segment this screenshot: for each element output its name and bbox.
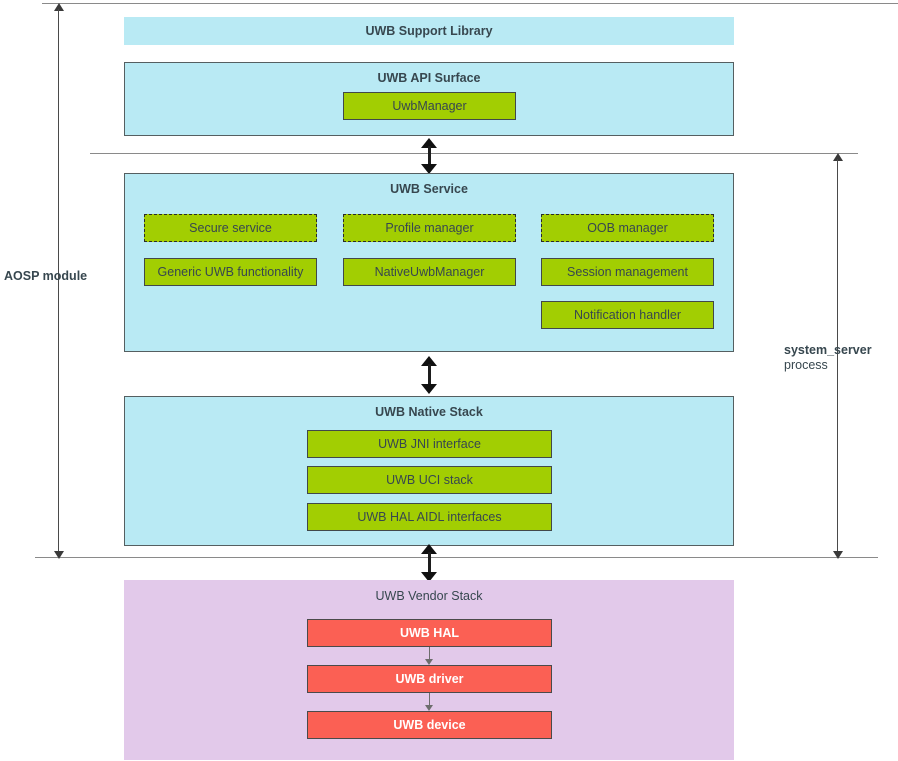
arrow-head-down-icon	[425, 705, 433, 711]
system-server-span-arrow	[831, 153, 845, 559]
block-label: UWB HAL AIDL interfaces	[357, 510, 502, 524]
connector-hal-to-driver	[425, 647, 434, 665]
layer-title-uwb-service: UWB Service	[390, 182, 468, 196]
block-generic-uwb-functionality[interactable]: Generic UWB functionality	[144, 258, 317, 286]
arrow-head-down-icon	[425, 659, 433, 665]
connector-driver-to-device	[425, 693, 434, 711]
block-oob-manager[interactable]: OOB manager	[541, 214, 714, 242]
connector-native-to-vendor	[421, 544, 437, 582]
aosp-module-label: AOSP module	[4, 269, 88, 283]
layer-title-vendor-stack: UWB Vendor Stack	[375, 589, 483, 603]
block-native-uwb-manager[interactable]: NativeUwbManager	[343, 258, 516, 286]
block-label: Generic UWB functionality	[157, 265, 304, 279]
connector-service-to-native	[421, 356, 437, 394]
arrow-head-up-icon	[421, 356, 437, 366]
aosp-module-label-group: AOSP module	[4, 269, 104, 284]
arrow-head-down-icon	[54, 551, 64, 559]
block-label: UWB device	[393, 718, 466, 732]
block-secure-service[interactable]: Secure service	[144, 214, 317, 242]
block-session-management[interactable]: Session management	[541, 258, 714, 286]
arrow-head-up-icon	[421, 544, 437, 554]
block-uwb-hal-aidl-interfaces[interactable]: UWB HAL AIDL interfaces	[307, 503, 552, 531]
block-uwb-uci-stack[interactable]: UWB UCI stack	[307, 466, 552, 494]
block-profile-manager[interactable]: Profile manager	[343, 214, 516, 242]
arrow-shaft	[427, 146, 431, 166]
arrow-shaft	[427, 552, 431, 574]
arrow-shaft	[428, 693, 431, 706]
block-notification-handler[interactable]: Notification handler	[541, 301, 714, 329]
guide-rule-top	[42, 3, 898, 4]
aosp-module-span-arrow	[52, 3, 66, 559]
block-uwb-hal[interactable]: UWB HAL	[307, 619, 552, 647]
block-label: UwbManager	[392, 99, 467, 113]
process-label: process	[784, 358, 828, 372]
layer-title-native-stack: UWB Native Stack	[375, 405, 483, 419]
guide-rule-middle	[90, 153, 858, 154]
block-label: Secure service	[189, 221, 272, 235]
system-server-label-group: system_server process	[784, 343, 896, 373]
arrow-head-down-icon	[421, 384, 437, 394]
block-uwb-device[interactable]: UWB device	[307, 711, 552, 739]
block-label: UWB driver	[395, 672, 464, 686]
block-label: Notification handler	[573, 308, 681, 322]
arrow-shaft	[427, 364, 431, 386]
block-label: UWB JNI interface	[378, 437, 481, 451]
connector-api-to-service	[421, 138, 437, 174]
layer-title-support-library: UWB Support Library	[365, 24, 493, 38]
arrow-head-down-icon	[421, 164, 437, 174]
block-label: NativeUwbManager	[374, 265, 485, 279]
block-uwb-driver[interactable]: UWB driver	[307, 665, 552, 693]
block-uwb-jni-interface[interactable]: UWB JNI interface	[307, 430, 552, 458]
arrow-head-down-icon	[833, 551, 843, 559]
block-label: UWB HAL	[399, 626, 459, 640]
block-label: UWB UCI stack	[386, 473, 473, 487]
arrow-head-up-icon	[421, 138, 437, 148]
block-label: Profile manager	[385, 221, 474, 235]
arrow-head-up-icon	[54, 3, 64, 11]
layer-support-library: UWB Support Library	[124, 17, 734, 45]
block-uwb-manager[interactable]: UwbManager	[343, 92, 516, 120]
block-label: OOB manager	[587, 221, 668, 235]
system-server-label: system_server	[784, 343, 872, 357]
arrow-shaft	[58, 9, 60, 553]
arrow-shaft	[428, 647, 431, 660]
layer-title-api-surface: UWB API Surface	[377, 71, 481, 85]
arrow-head-up-icon	[833, 153, 843, 161]
arrow-head-down-icon	[421, 572, 437, 582]
guide-rule-bottom	[35, 557, 878, 558]
block-label: Session management	[567, 265, 688, 279]
arrow-shaft	[837, 159, 839, 553]
